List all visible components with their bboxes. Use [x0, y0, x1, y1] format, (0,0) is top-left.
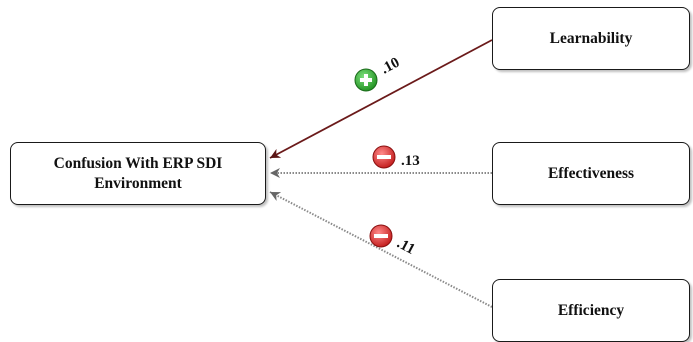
node-effectiveness: Effectiveness [492, 142, 690, 205]
minus-icon [372, 145, 396, 169]
plus-icon [354, 68, 378, 92]
node-label-line1: Confusion With ERP SDI [53, 154, 223, 172]
minus-icon [369, 224, 393, 248]
node-efficiency: Efficiency [492, 279, 690, 342]
node-confusion-with-erp-sdi-environment: Confusion With ERP SDI Environment [10, 142, 266, 205]
coefficient-learnability: .10 [378, 55, 402, 78]
coefficient-effectiveness: .13 [401, 153, 420, 169]
coefficient-efficiency: .11 [394, 235, 417, 258]
edge-efficiency [269, 191, 493, 308]
node-label: Learnability [549, 29, 633, 47]
node-learnability: Learnability [492, 7, 690, 70]
node-label: Efficiency [557, 301, 625, 319]
edge-learnability [269, 39, 493, 159]
node-label: Effectiveness [547, 164, 635, 182]
node-label-line2: Environment [94, 174, 182, 192]
